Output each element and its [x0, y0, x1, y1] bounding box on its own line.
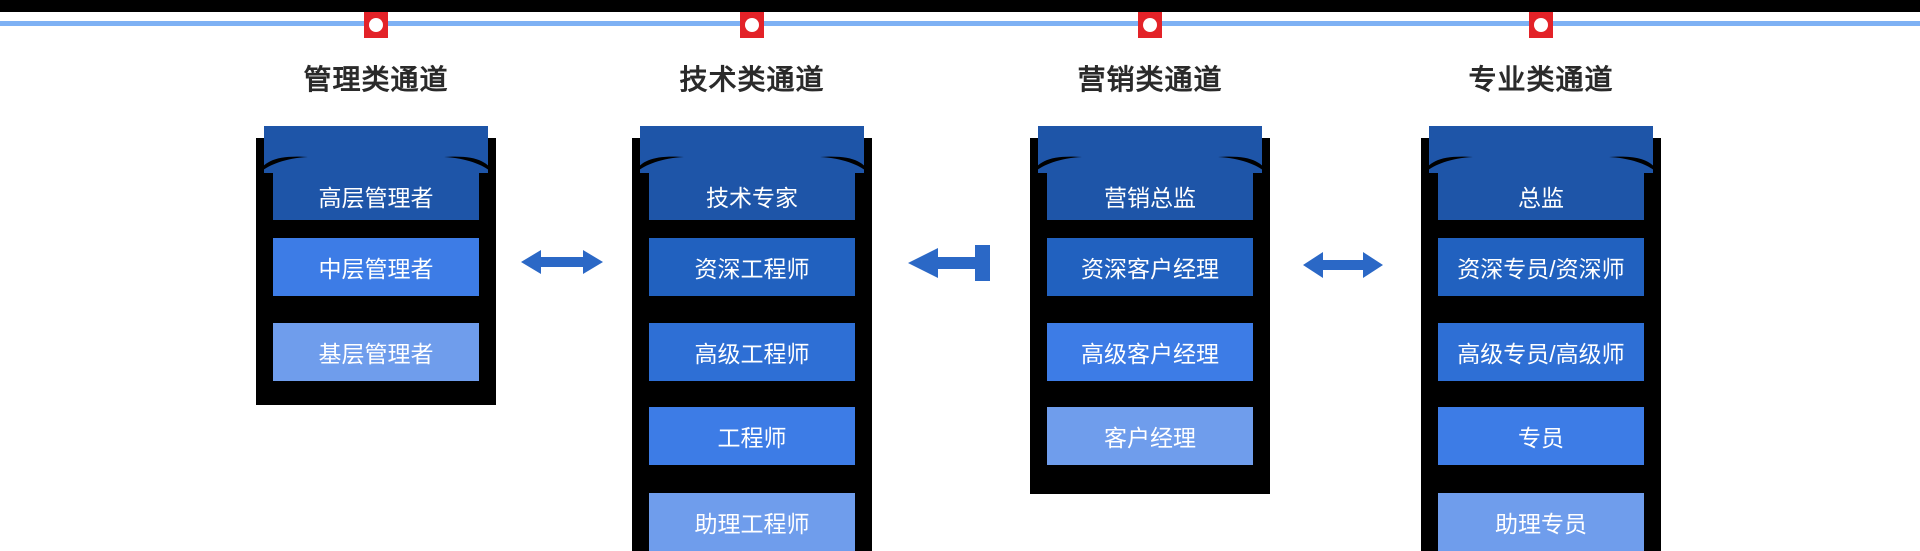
ladder-item-label: 客户经理: [1104, 425, 1196, 451]
ladder-item: 基层管理者: [273, 323, 479, 381]
ladder-item: 助理专员: [1438, 493, 1644, 551]
ladder-item: 工程师: [649, 407, 855, 465]
banner-fold-right-icon: [1218, 156, 1269, 175]
channel-title: 管理类通道: [303, 64, 449, 95]
ladder-item: 总监: [1438, 172, 1644, 220]
double-arrow-icon: [521, 250, 603, 274]
ladder-item-label: 高级专员/高级师: [1457, 341, 1625, 367]
ladder-item-label: 技术专家: [706, 185, 798, 211]
banner-fold-right-icon: [820, 156, 871, 175]
timeline-marker: [740, 12, 764, 38]
ladder-item-label: 高层管理者: [318, 185, 434, 211]
ladder-item-label: 总监: [1518, 185, 1564, 211]
ladder-item-label: 工程师: [717, 425, 787, 451]
ladder-item-label: 中层管理者: [318, 256, 434, 282]
ladder-item-label: 专员: [1518, 425, 1564, 451]
double-arrow-icon: [1303, 252, 1383, 278]
channel-professional: 专业类通道 总监 资深专员/资深师 高级专员/高级师 专员 助理专员: [1421, 0, 1661, 551]
timeline-line: [0, 21, 1920, 26]
banner-fold-left-icon: [1031, 156, 1082, 175]
channel-management: 管理类通道 高层管理者 中层管理者 基层管理者: [256, 0, 496, 551]
channel-title: 营销类通道: [1077, 64, 1223, 95]
ladder-item: 资深专员/资深师: [1438, 238, 1644, 296]
ladder-item-label: 资深专员/资深师: [1457, 256, 1625, 282]
ladder-banner: [633, 126, 871, 175]
ladder-item-label: 营销总监: [1104, 185, 1196, 211]
ladder-item-label: 助理工程师: [694, 511, 810, 537]
timeline-marker-dot-icon: [1143, 18, 1157, 32]
ladder-item: 高级客户经理: [1047, 323, 1253, 381]
timeline-marker: [1138, 12, 1162, 38]
channel-marketing: 营销类通道 营销总监 资深客户经理 高级客户经理 客户经理: [1030, 0, 1270, 551]
ladder-item: 高级专员/高级师: [1438, 323, 1644, 381]
ladder-item-label: 资深客户经理: [1081, 256, 1219, 282]
ladder-banner: [1031, 126, 1269, 175]
ladder-item: 技术专家: [649, 172, 855, 220]
ladder-banner: [257, 126, 495, 175]
banner-fold-left-icon: [1422, 156, 1473, 175]
channel-technical: 技术类通道 技术专家 资深工程师 高级工程师 工程师 助理工程师: [632, 0, 872, 551]
ladder-item-label: 基层管理者: [318, 341, 434, 367]
top-black-bar: [0, 0, 1920, 12]
timeline-marker-dot-icon: [1534, 18, 1548, 32]
timeline-marker: [364, 12, 388, 38]
ladder-item: 助理工程师: [649, 493, 855, 551]
left-arrow-icon: [908, 245, 990, 281]
ladder-item: 专员: [1438, 407, 1644, 465]
timeline-marker-dot-icon: [369, 18, 383, 32]
banner-fold-right-icon: [1609, 156, 1660, 175]
ladder-item: 中层管理者: [273, 238, 479, 296]
ladder-item: 高级工程师: [649, 323, 855, 381]
ladder-banner: [1422, 126, 1660, 175]
ladder-item-label: 高级客户经理: [1081, 341, 1219, 367]
timeline-marker: [1529, 12, 1553, 38]
ladder-item-label: 高级工程师: [694, 341, 810, 367]
timeline-marker-dot-icon: [745, 18, 759, 32]
banner-fold-right-icon: [444, 156, 495, 175]
ladder-item: 高层管理者: [273, 172, 479, 220]
banner-fold-left-icon: [257, 156, 308, 175]
ladder-item: 资深客户经理: [1047, 238, 1253, 296]
channel-title: 专业类通道: [1468, 64, 1614, 95]
ladder-item-label: 助理专员: [1495, 511, 1587, 537]
banner-fold-left-icon: [633, 156, 684, 175]
channel-title: 技术类通道: [679, 64, 825, 95]
ladder-item-label: 资深工程师: [694, 256, 810, 282]
ladder-item: 营销总监: [1047, 172, 1253, 220]
ladder-item: 资深工程师: [649, 238, 855, 296]
ladder-item: 客户经理: [1047, 407, 1253, 465]
